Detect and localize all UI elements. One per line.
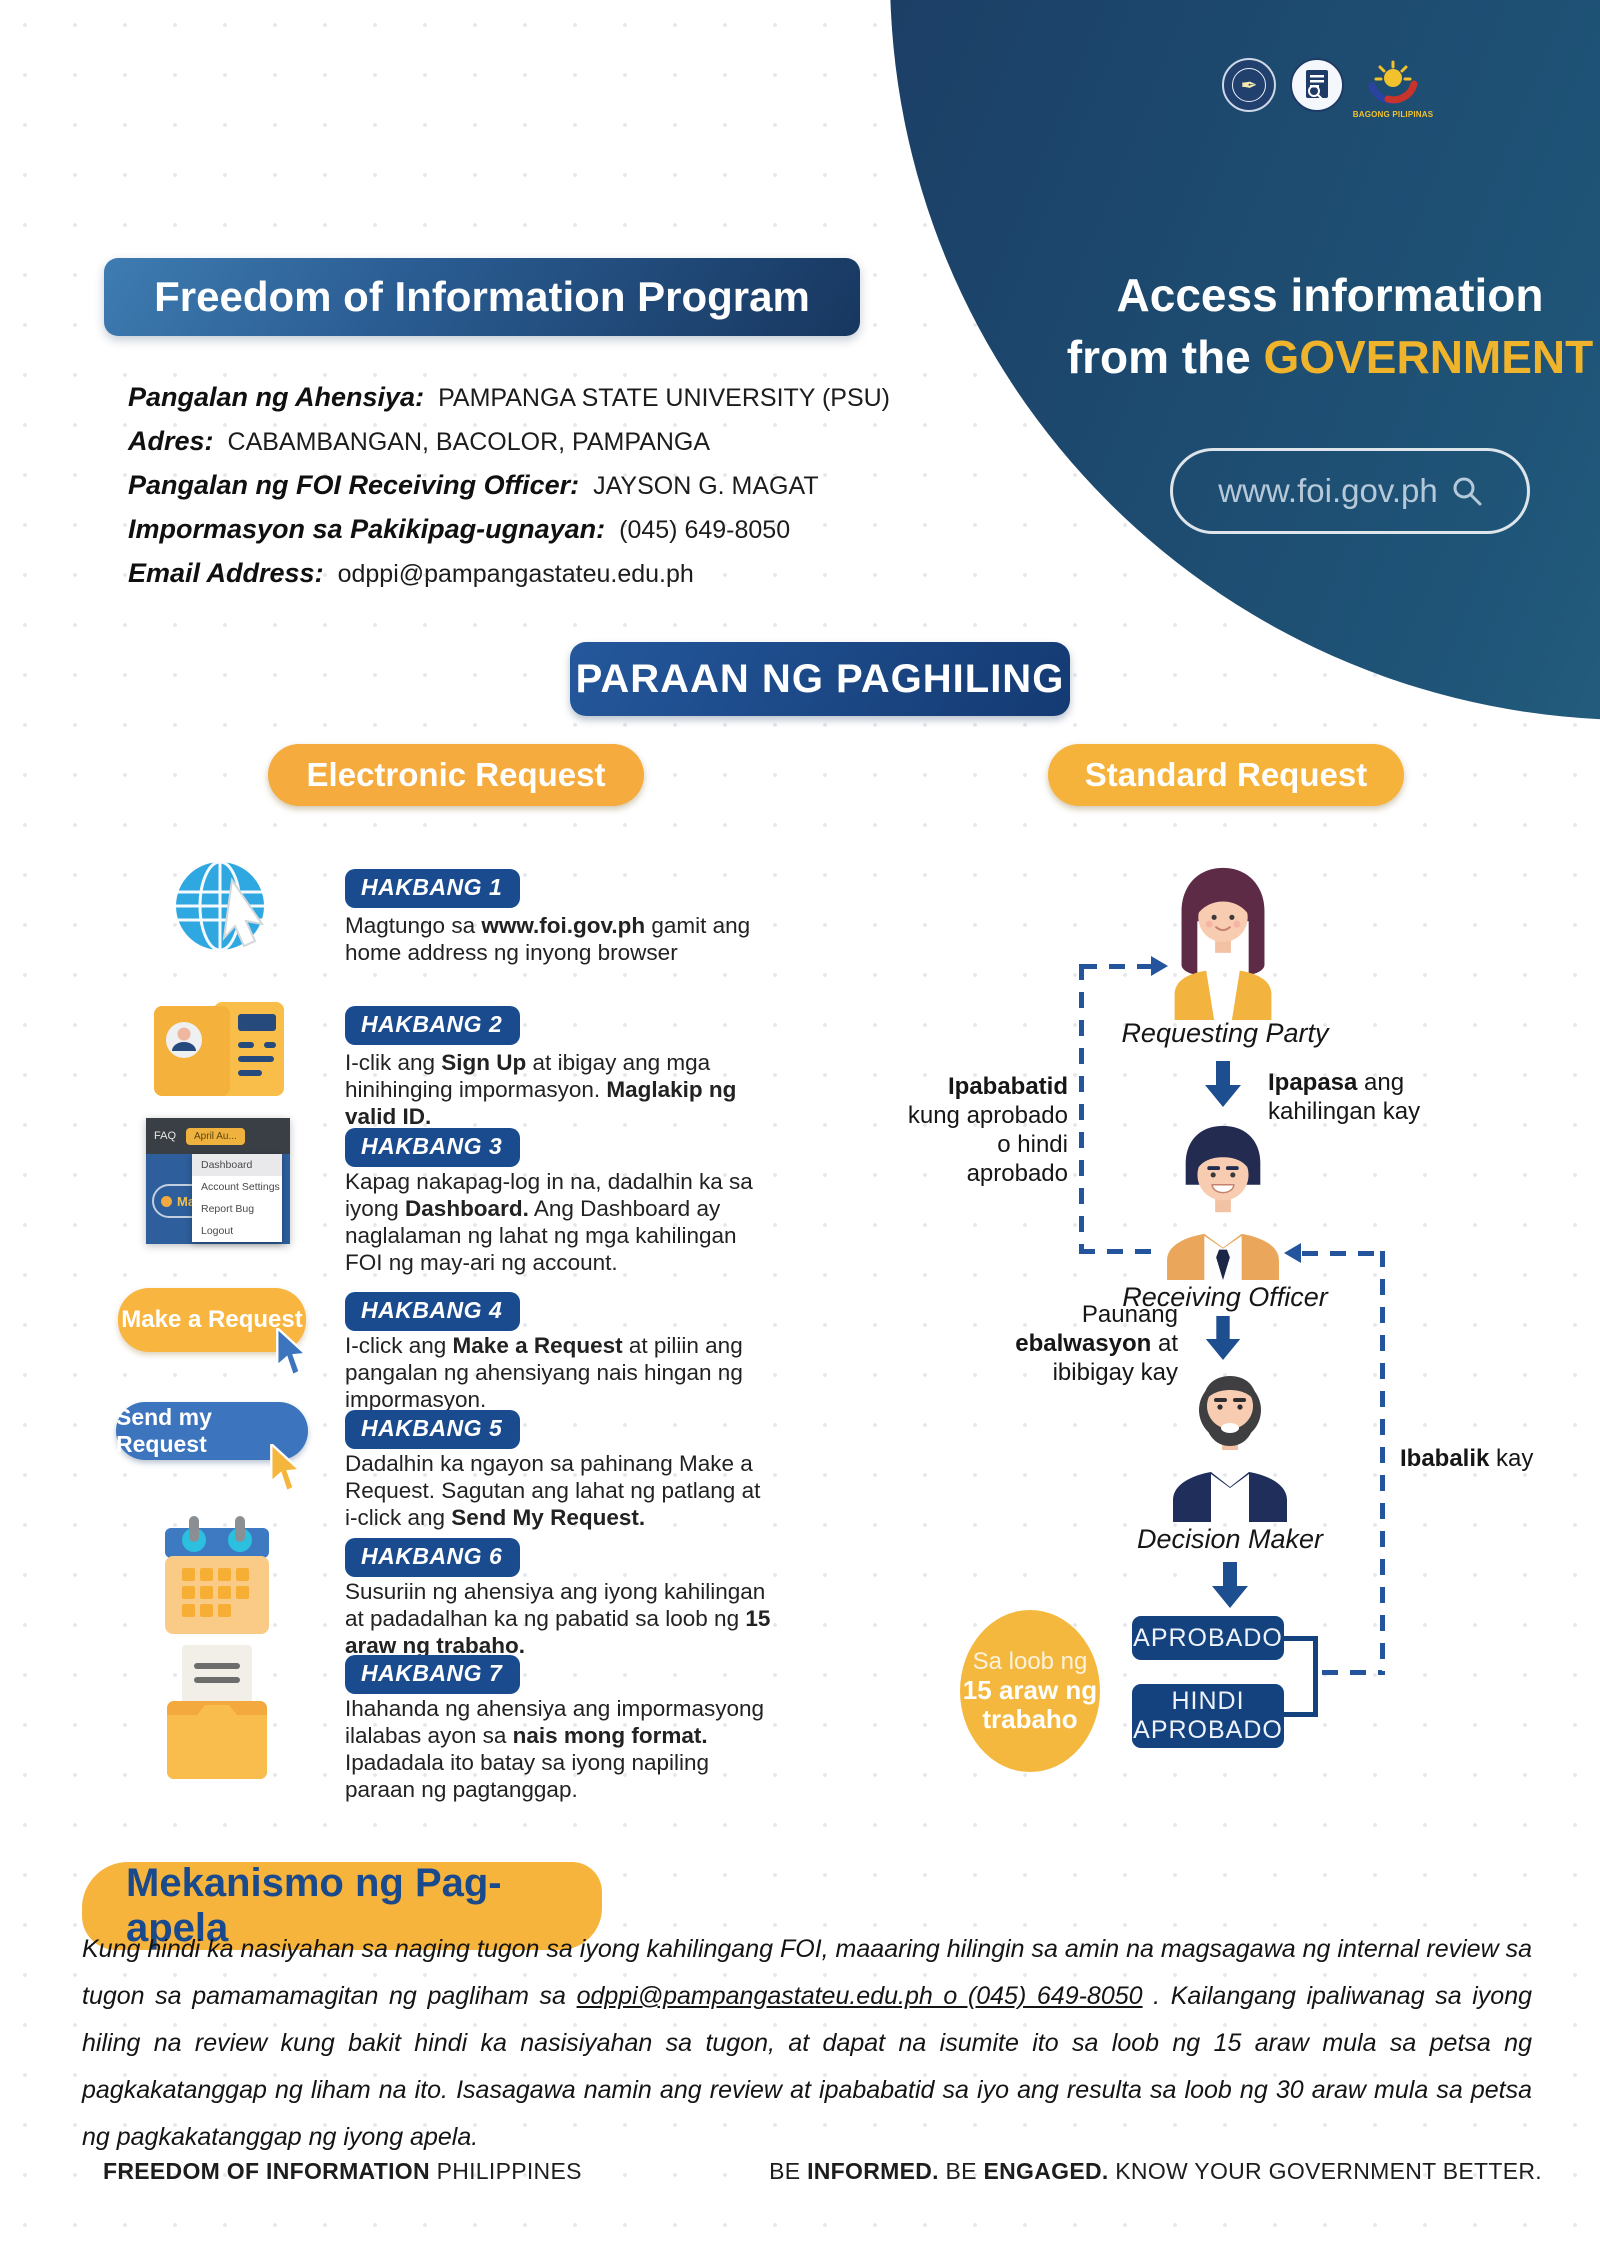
tagline-line1: Access information (1116, 269, 1544, 321)
ipababatid-annotation: Ipababatid kung aprobado o hindi aprobad… (907, 1073, 1068, 1187)
step-badge-3: HAKBANG 3 (345, 1128, 521, 1167)
step-text-4: I-click ang Make a Request at piliin ang… (345, 1333, 743, 1412)
timer-line2: 15 araw ng (962, 1675, 1098, 1705)
step-text-5: Dadalhin ka ngayon sa pahinang Make a Re… (345, 1451, 761, 1530)
requesting-party-label: Requesting Party (1121, 1018, 1329, 1048)
step-text-6: Susuriin ng ahensiya ang iyong kahilinga… (345, 1579, 771, 1658)
page-title: Freedom of Information Program (104, 258, 860, 336)
dashboard-topbar: FAQ April Au... (146, 1118, 290, 1154)
agency-info: Pangalan ng Ahensiya: PAMPANGA STATE UNI… (128, 382, 890, 602)
section-banner: PARAAN NG PAGHILING (570, 642, 1070, 716)
appeal-heading: Mekanismo ng Pag-apela (82, 1861, 602, 1950)
dot-icon (161, 1195, 172, 1207)
globe-cursor-icon (176, 860, 265, 952)
dashed-arrowhead-right (1151, 956, 1168, 976)
receiving-officer-label: Receiving Officer (1122, 1282, 1328, 1312)
agency-row-name: Pangalan ng Ahensiya: PAMPANGA STATE UNI… (128, 382, 890, 426)
step-badge-4: HAKBANG 4 (345, 1292, 521, 1331)
footer-slogan: BE INFORMED. BE ENGAGED. KNOW YOUR GOVER… (769, 2158, 1542, 2184)
step-text-7: Ihahanda ng ahensiya ang impormasyong il… (345, 1696, 765, 1802)
timer-line1: Sa loob ng (972, 1648, 1088, 1675)
pco-seal-icon: ✒ (1222, 58, 1276, 112)
menu-item-logout[interactable]: Logout (201, 1225, 234, 1237)
agency-value: odppi@pampangastateu.edu.ph (337, 560, 694, 588)
agency-row-address: Adres: CABAMBANGAN, BACOLOR, PAMPANGA (128, 426, 868, 470)
menu-item-account-settings[interactable]: Account Settings (201, 1181, 280, 1193)
dashed-arrowhead-left (1284, 1243, 1301, 1263)
down-arrow-icon (1205, 1316, 1241, 1360)
receiving-officer-avatar (1167, 1125, 1279, 1280)
decision-maker-avatar (1173, 1376, 1287, 1522)
dashed-line (1081, 964, 1151, 969)
dashed-line (1079, 1249, 1155, 1254)
agency-row-contact: Impormasyon sa Pakikipag-ugnayan: (045) … (128, 514, 868, 558)
make-request-button[interactable]: Make a Request (118, 1288, 306, 1352)
bracket-line (1284, 1636, 1317, 1641)
header-tagline: Access information from the GOVERNMENT (1050, 264, 1600, 388)
agency-label: Email Address: (128, 558, 324, 588)
timer-line3: trabaho (982, 1704, 1078, 1734)
user-menu-button[interactable]: April Au... (186, 1127, 245, 1145)
menu-item-dashboard[interactable]: Dashboard (192, 1154, 282, 1176)
agency-label: Pangalan ng Ahensiya: (128, 382, 425, 412)
bagong-pilipinas-logo: BAGONG PILIPINAS (1353, 58, 1433, 119)
step-badge-2: HAKBANG 2 (345, 1006, 521, 1045)
partial-pill-text: Ma (177, 1193, 196, 1209)
cursor-icon (276, 1328, 309, 1377)
folder-document-icon (167, 1645, 267, 1779)
fifteen-days-badge: Sa loob ng 15 araw ng trabaho (960, 1610, 1100, 1772)
step-text-1: Magtungo sa www.foi.gov.ph gamit ang hom… (345, 913, 751, 965)
outcome-hindi-aprobado: HINDI APROBADO (1132, 1684, 1284, 1748)
cursor-icon (270, 1444, 303, 1493)
requesting-party-avatar (1174, 867, 1272, 1020)
menu-item-report-bug[interactable]: Report Bug (201, 1203, 255, 1215)
bracket-line (1284, 1712, 1317, 1717)
agency-row-officer: Pangalan ng FOI Receiving Officer: JAYSO… (128, 470, 868, 514)
ipapasa-annotation: Ipapasa ang kahilingan kay (1268, 1069, 1421, 1125)
dashed-line (1302, 1251, 1383, 1256)
step-badge-6: HAKBANG 6 (345, 1538, 521, 1577)
step-badge-5: HAKBANG 5 (345, 1410, 521, 1449)
dashed-line (1322, 1670, 1382, 1675)
paunang-annotation: Paunang ebalwasyon at ibibigay kay (1015, 1301, 1178, 1386)
agency-value: (045) 649-8050 (619, 516, 791, 544)
outcome-aprobado: APROBADO (1132, 1616, 1284, 1660)
appeal-paragraph: Kung hindi ka nasiyahan sa naging tugon … (82, 1935, 1533, 2151)
calendar-icon (165, 1516, 269, 1634)
id-card-icon (154, 1002, 284, 1096)
foi-seal-icon (1290, 58, 1344, 112)
dashed-line (1380, 1251, 1385, 1675)
faq-link[interactable]: FAQ (154, 1130, 177, 1142)
bracket-line (1313, 1636, 1318, 1717)
agency-value: CABAMBANGAN, BACOLOR, PAMPANGA (227, 428, 711, 456)
agency-label: Impormasyon sa Pakikipag-ugnayan: (128, 514, 606, 544)
search-bar[interactable]: www.foi.gov.ph (1170, 448, 1530, 534)
footer-brand: FREEDOM OF INFORMATION PHILIPPINES (103, 2158, 582, 2184)
dashed-line (1079, 964, 1084, 1254)
tagline-line2: from the GOVERNMENT (1066, 331, 1594, 383)
agency-label: Pangalan ng FOI Receiving Officer: (128, 470, 580, 500)
agency-value: PAMPANGA STATE UNIVERSITY (PSU) (438, 384, 891, 412)
ibabalik-annotation: Ibabalik kay (1400, 1445, 1534, 1472)
agency-row-email: Email Address: odppi@pampangastateu.edu.… (128, 558, 868, 602)
logo-row: ✒ BAGONG PILIPINAS (1222, 58, 1433, 119)
agency-value: JAYSON G. MAGAT (593, 472, 819, 500)
step-badge-7: HAKBANG 7 (345, 1655, 521, 1694)
down-arrow-icon (1205, 1061, 1241, 1107)
electronic-request-heading: Electronic Request (268, 744, 644, 806)
standard-request-heading: Standard Request (1048, 744, 1404, 806)
search-url-text: www.foi.gov.ph (1218, 472, 1438, 509)
dashboard-screenshot: FAQ April Au... Ma Dashboard Account Set… (146, 1118, 290, 1244)
send-request-button[interactable]: Send my Request (116, 1402, 308, 1460)
decision-maker-label: Decision Maker (1136, 1524, 1324, 1554)
bagong-pilipinas-caption: BAGONG PILIPINAS (1352, 110, 1434, 119)
user-dropdown-menu: Dashboard Account Settings Report Bug Lo… (192, 1154, 282, 1242)
step-text-3: Kapag nakapag-log in na, dadalhin ka sa … (345, 1169, 753, 1275)
down-arrow-icon (1212, 1562, 1248, 1608)
search-icon (1453, 477, 1482, 506)
step-badge-1: HAKBANG 1 (345, 869, 521, 908)
agency-label: Adres: (128, 426, 214, 456)
step-text-2: I-clik ang Sign Up at ibigay ang mga hin… (345, 1050, 737, 1129)
